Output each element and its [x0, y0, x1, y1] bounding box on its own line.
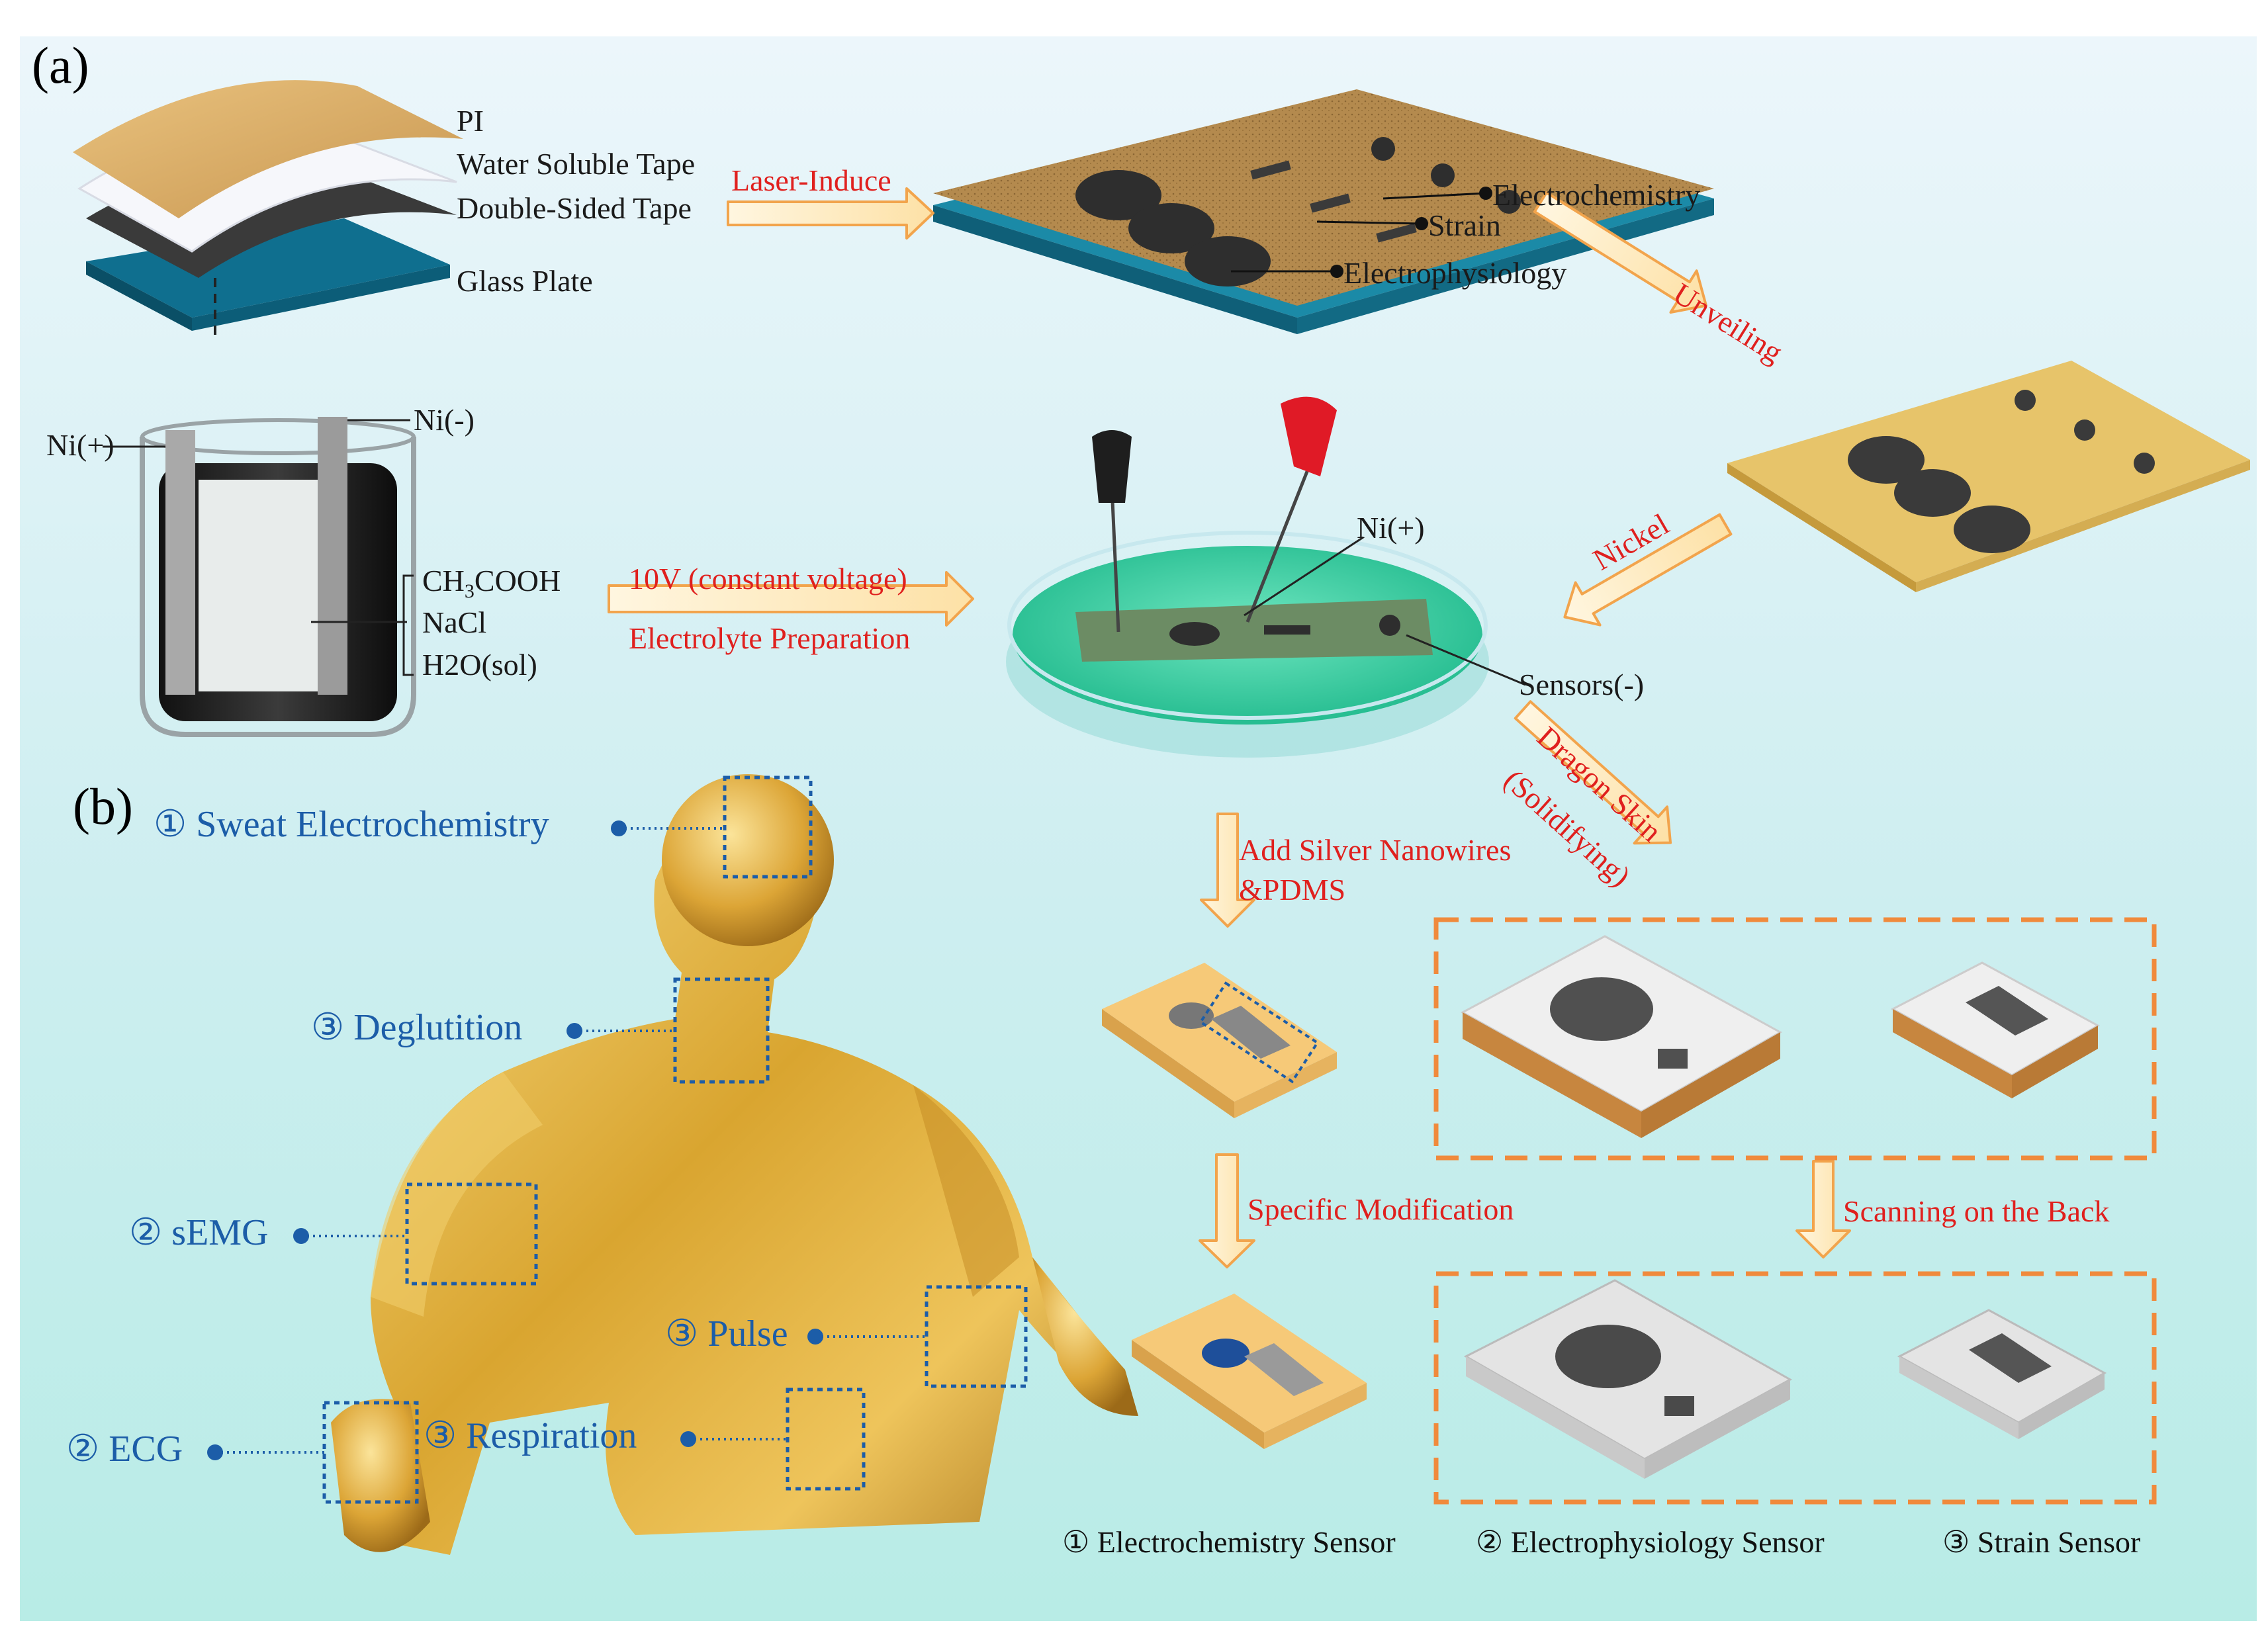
body-label-semg: ② sEMG [129, 1212, 269, 1253]
step-scanning: Scanning on the Back [1843, 1194, 2110, 1228]
board-electrophys-label: Electrophysiology [1343, 256, 1567, 290]
board-leaders [1231, 187, 1492, 278]
step-silver: Add Silver Nanowires [1239, 833, 1512, 867]
caption-electrophys: ② Electrophysiology Sensor [1476, 1525, 1825, 1559]
layer-pi-label: PI [457, 104, 484, 138]
layer-stack [73, 80, 463, 341]
orange-boxes [1433, 917, 2157, 1505]
layer-double-label: Double-Sided Tape [457, 191, 692, 225]
petri-dish [1006, 396, 1526, 758]
dragon-skin-box [1433, 917, 2157, 1161]
chem-acetic: CH3COOH [422, 564, 561, 603]
step-voltage: 10V (constant voltage) [629, 562, 907, 596]
chem-water: H2O(sol) [422, 648, 537, 682]
dish-sensors: Sensors(-) [1519, 668, 1645, 701]
step-laser: Laser-Induce [731, 163, 891, 197]
body-leaders [207, 820, 927, 1460]
dish-ni-plus: Ni(+) [1357, 511, 1425, 545]
step-pdms: &PDMS [1239, 873, 1346, 906]
layer-water-label: Water Soluble Tape [457, 147, 696, 181]
panel-a-label: (a) [32, 36, 89, 94]
respiration-box [786, 1388, 866, 1491]
beaker-ni-plus: Ni(+) [46, 428, 114, 462]
board-electrochem-label: Electrochemistry [1492, 178, 1701, 212]
panel-b-label: (b) [73, 777, 133, 835]
scanned-box [1433, 1271, 2157, 1505]
step-electrolyte: Electrolyte Preparation [629, 621, 911, 655]
step-specific: Specific Modification [1247, 1192, 1514, 1226]
human-figure [331, 774, 1138, 1555]
ecg-box [322, 1401, 419, 1504]
semg-box [405, 1182, 538, 1286]
caption-strain: ③ Strain Sensor [1942, 1525, 2141, 1559]
pulse-box [925, 1285, 1028, 1388]
sensor-chips [1102, 935, 2107, 1479]
body-label-ecg: ② ECG [66, 1429, 183, 1470]
body-label-respiration: ③ Respiration [424, 1415, 637, 1456]
beaker [103, 417, 416, 737]
process-arrows [608, 187, 1851, 1268]
chem-nacl: NaCl [422, 605, 487, 639]
body-label-deglutition: ③ Deglutition [311, 1007, 523, 1048]
body-callouts [322, 775, 1028, 1504]
layer-glass-label: Glass Plate [457, 264, 593, 298]
sweat-box [723, 775, 813, 879]
deglutition-box [673, 977, 770, 1084]
body-label-pulse: ③ Pulse [665, 1313, 788, 1354]
beaker-ni-minus: Ni(-) [414, 403, 475, 437]
board-strain-label: Strain [1428, 208, 1501, 242]
caption-electrochem: ① Electrochemistry Sensor [1062, 1525, 1396, 1559]
unveiled-board [1727, 361, 2250, 592]
body-label-sweat: ① Sweat Electrochemistry [154, 804, 549, 845]
